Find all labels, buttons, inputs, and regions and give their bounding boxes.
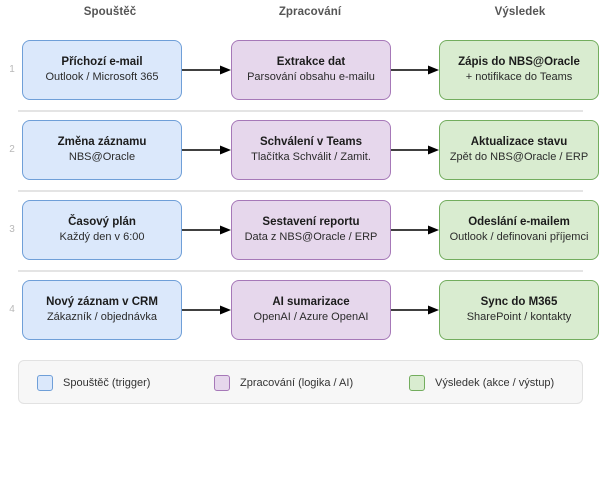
legend-item-trigger: Spouštěč (trigger) [37,361,150,405]
column-header-process: Zpracování [278,6,342,18]
arrow-trigger-to-process [182,64,231,76]
node-subtitle: Zpět do NBS@Oracle / ERP [449,151,589,163]
node-title: Extrakce dat [276,56,346,68]
node-subtitle: Zákazník / objednávka [46,311,158,323]
node-title: Schválení v Teams [259,136,363,148]
arrow-process-to-output [391,64,439,76]
node-subtitle: Parsování obsahu e-mailu [247,71,375,83]
node-title: Sync do M365 [480,296,558,308]
arrow-process-to-output [391,224,439,236]
node-subtitle: Data z NBS@Oracle / ERP [244,231,378,243]
arrow-trigger-to-process [182,144,231,156]
node-title: Sestavení reportu [262,216,360,228]
node-output[interactable]: Aktualizace stavu Zpět do NBS@Oracle / E… [439,120,599,180]
flow-row: 3 Časový plán Každý den v 6:00 Sestavení… [0,200,601,260]
arrow-process-to-output [391,144,439,156]
node-process[interactable]: Schválení v Teams Tlačítka Schválit / Za… [231,120,391,180]
arrow-process-to-output [391,304,439,316]
node-title: Změna záznamu [57,136,147,148]
node-title: Příchozí e-mail [61,56,143,68]
legend: Spouštěč (trigger) Zpracování (logika / … [18,360,583,404]
node-process[interactable]: Extrakce dat Parsování obsahu e-mailu [231,40,391,100]
legend-item-output: Výsledek (akce / výstup) [409,361,554,405]
legend-item-process: Zpracování (logika / AI) [214,361,353,405]
legend-swatch-process-icon [214,375,230,391]
node-subtitle: Každý den v 6:00 [59,231,145,243]
flow-row: 2 Změna záznamu NBS@Oracle Schválení v T… [0,120,601,180]
legend-label: Zpracování (logika / AI) [240,377,354,389]
legend-swatch-trigger-icon [37,375,53,391]
node-trigger[interactable]: Změna záznamu NBS@Oracle [22,120,182,180]
legend-swatch-output-icon [409,375,425,391]
row-number: 3 [9,224,15,235]
node-process[interactable]: AI sumarizace OpenAI / Azure OpenAI [231,280,391,340]
node-process[interactable]: Sestavení reportu Data z NBS@Oracle / ER… [231,200,391,260]
column-headers: Spouštěč Zpracování Výsledek [0,6,601,28]
node-subtitle: SharePoint / kontakty [466,311,572,323]
flow-row: 4 Nový záznam v CRM Zákazník / objednávk… [0,280,601,340]
row-divider [18,190,583,192]
column-header-output: Výsledek [494,6,546,18]
column-header-trigger: Spouštěč [83,6,137,18]
row-divider [18,110,583,112]
node-subtitle: Tlačítka Schválit / Zamit. [251,151,371,163]
node-output[interactable]: Zápis do NBS@Oracle + notifikace do Team… [439,40,599,100]
row-number: 1 [9,64,15,75]
node-subtitle: Outlook / Microsoft 365 [45,71,159,83]
node-subtitle: NBS@Oracle [68,151,136,163]
node-title: Nový záznam v CRM [46,296,158,308]
node-title: Odeslání e-mailem [468,216,570,228]
node-subtitle: Outlook / definovani příjemci [449,231,589,243]
node-trigger[interactable]: Nový záznam v CRM Zákazník / objednávka [22,280,182,340]
row-number: 4 [9,304,15,315]
node-output[interactable]: Odeslání e-mailem Outlook / definovani p… [439,200,599,260]
legend-label: Výsledek (akce / výstup) [435,377,555,389]
node-title: AI sumarizace [272,296,350,308]
row-divider [18,270,583,272]
node-trigger[interactable]: Příchozí e-mail Outlook / Microsoft 365 [22,40,182,100]
legend-label: Spouštěč (trigger) [63,377,151,389]
node-output[interactable]: Sync do M365 SharePoint / kontakty [439,280,599,340]
node-title: Aktualizace stavu [470,136,568,148]
row-number: 2 [9,144,15,155]
node-subtitle: OpenAI / Azure OpenAI [253,311,369,323]
flow-row: 1 Příchozí e-mail Outlook / Microsoft 36… [0,40,601,100]
arrow-trigger-to-process [182,224,231,236]
arrow-trigger-to-process [182,304,231,316]
node-title: Časový plán [68,216,136,228]
node-title: Zápis do NBS@Oracle [458,56,580,68]
node-trigger[interactable]: Časový plán Každý den v 6:00 [22,200,182,260]
node-subtitle: + notifikace do Teams [465,71,573,83]
